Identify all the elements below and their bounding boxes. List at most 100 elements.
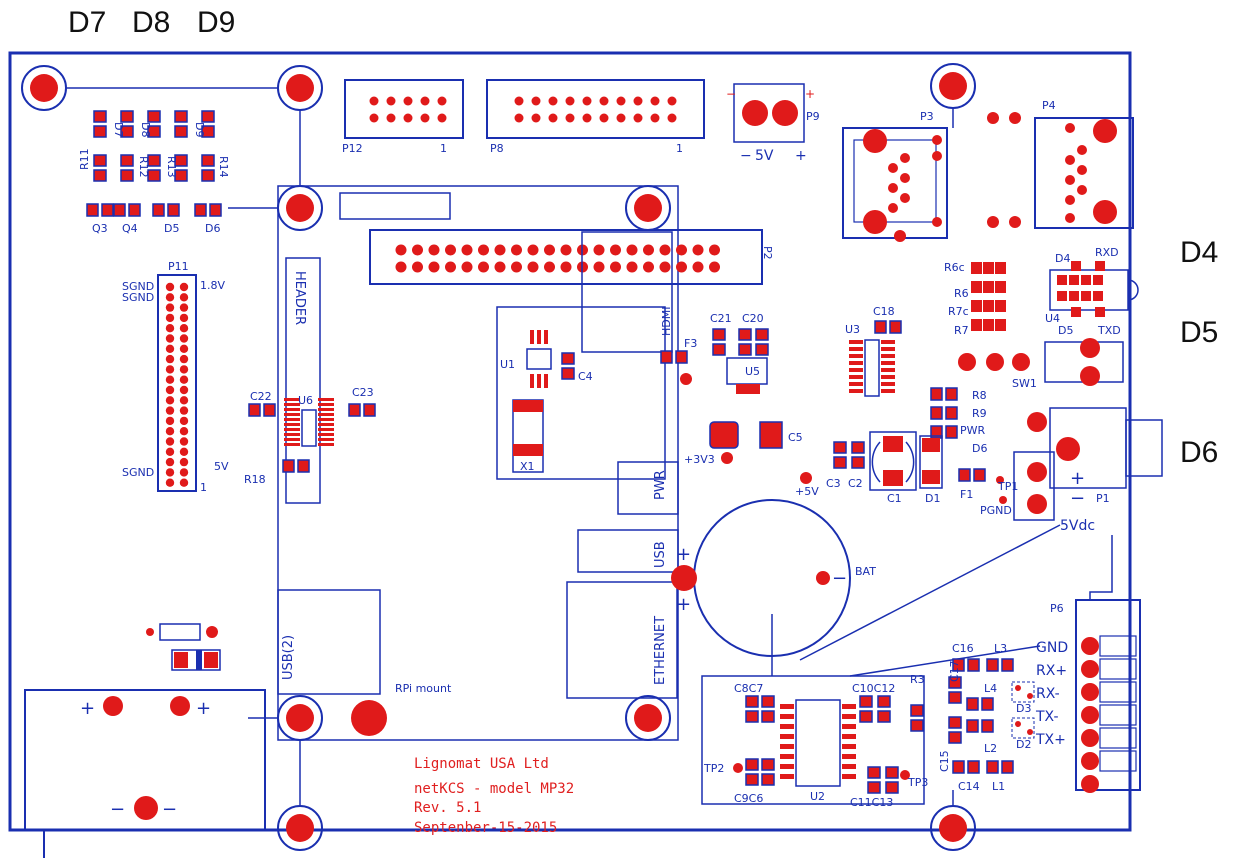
mounting-hole xyxy=(21,65,67,111)
credit-rev: Rev. 5.1 xyxy=(414,800,481,816)
credit-date: Septenber-15-2015 xyxy=(414,820,557,836)
header-pin xyxy=(165,365,175,374)
ic-pin xyxy=(842,714,856,719)
c1-label: C1 xyxy=(887,492,902,505)
header-pin xyxy=(179,468,189,477)
r8-label: R8 xyxy=(972,389,987,402)
ic-pin xyxy=(842,754,856,759)
header-pin xyxy=(582,113,592,123)
header-pin xyxy=(544,261,555,273)
resistor-pad xyxy=(983,262,994,274)
ic-pin xyxy=(780,734,794,739)
p11-1v8: 1.8V xyxy=(200,279,225,292)
txd-label: TXD xyxy=(1097,324,1121,337)
header-pin xyxy=(165,354,175,364)
c17-label: C17 xyxy=(948,660,961,682)
ic-pin xyxy=(780,744,794,749)
u6-chip: U6 xyxy=(284,394,334,447)
tp2-label: TP2 xyxy=(703,762,724,775)
header-pin xyxy=(165,303,175,312)
ic-pin xyxy=(849,375,863,379)
header-label: HEADER xyxy=(292,271,307,325)
led-pad xyxy=(1069,275,1079,285)
terminal-pin xyxy=(1081,729,1099,747)
header-pin xyxy=(565,113,575,123)
header-strip: HEADER xyxy=(285,257,321,504)
header-pin xyxy=(626,244,638,256)
header-pin xyxy=(165,313,175,323)
header-pin xyxy=(599,96,609,106)
header-pin xyxy=(420,113,430,123)
ic-pin xyxy=(318,418,334,421)
header-pin xyxy=(412,261,423,273)
ic-pin xyxy=(881,354,895,358)
ic-pin xyxy=(284,413,300,416)
rs485-section: U2 C8C7 C10C12 R3 TP2 C9C6 C11C13 TP3 xyxy=(701,673,928,809)
p11-sgnd-3: SGND xyxy=(122,466,154,479)
sw1-switch: SW1 xyxy=(958,338,1124,390)
header-pin xyxy=(560,261,572,273)
header-pin xyxy=(179,447,189,456)
header-pin xyxy=(610,261,621,273)
ic-pin xyxy=(842,724,856,729)
p8-pin1: 1 xyxy=(676,142,683,155)
rxd-label: RXD xyxy=(1095,246,1119,259)
c21-label: C21 xyxy=(710,312,732,325)
terminal-pin xyxy=(1081,683,1099,701)
ic-pin xyxy=(284,443,300,446)
u6-label: U6 xyxy=(298,394,313,407)
header-pin xyxy=(633,113,643,123)
p4-label: P4 xyxy=(1042,99,1056,112)
jack-pin xyxy=(1077,185,1087,195)
ic-pin xyxy=(881,382,895,386)
svg-text:+: + xyxy=(805,87,815,101)
mounting-hole xyxy=(625,185,671,231)
terminal-slot xyxy=(1099,635,1137,657)
header-pin xyxy=(369,96,379,106)
pwr-led-label: PWR xyxy=(960,424,986,437)
d2-label: D2 xyxy=(1016,738,1031,751)
r13-silk: R13 xyxy=(165,156,178,178)
filter-components: C16 L3 C17 L4 L2 C15 C14 L1 D3 D2 xyxy=(938,642,1035,793)
ic-pin xyxy=(881,368,895,372)
ic-pin xyxy=(881,340,895,344)
header-pin xyxy=(179,293,189,302)
p4-jack: P4 xyxy=(1034,99,1134,229)
jack-pin xyxy=(888,163,898,173)
bat-plus-bottom: + xyxy=(676,594,691,615)
ic-pin xyxy=(318,433,334,436)
v3v3-label: +3V3 xyxy=(684,453,715,466)
mounting-hole xyxy=(277,805,323,851)
usb2-label: USB(2) xyxy=(281,635,296,680)
label-d4: D4 xyxy=(1180,236,1219,269)
header-pin xyxy=(179,344,189,353)
rx-plus-label: RX+ xyxy=(1036,663,1067,679)
ic-pin xyxy=(842,774,856,779)
gnd-label: GND xyxy=(1036,640,1068,656)
terminal-pin xyxy=(1081,706,1099,724)
header-pin xyxy=(179,324,189,333)
header-pin xyxy=(386,113,396,123)
c15-label: C15 xyxy=(938,750,951,772)
led-pad xyxy=(1081,291,1091,301)
terminal-pin xyxy=(1081,637,1099,655)
p11-pin1: 1 xyxy=(200,481,207,494)
led-pad xyxy=(1095,261,1105,271)
header-pin xyxy=(676,261,687,273)
ic-pin xyxy=(318,443,334,446)
c14-label: C14 xyxy=(958,780,980,793)
u3-chip: U3 xyxy=(845,323,895,397)
header-pin xyxy=(165,457,175,467)
header-pin xyxy=(616,113,626,123)
bh-plus-2: + xyxy=(196,698,211,719)
c5-label: C5 xyxy=(788,431,803,444)
p3-label: P3 xyxy=(920,110,934,123)
u4-label: U4 xyxy=(1045,312,1060,325)
header-pin xyxy=(179,313,189,323)
u1-chip: U1 xyxy=(500,330,552,388)
header-pin xyxy=(165,427,175,436)
hdmi-label: HDMI xyxy=(660,307,673,336)
header-pin xyxy=(412,244,423,256)
header-pin xyxy=(650,96,660,106)
